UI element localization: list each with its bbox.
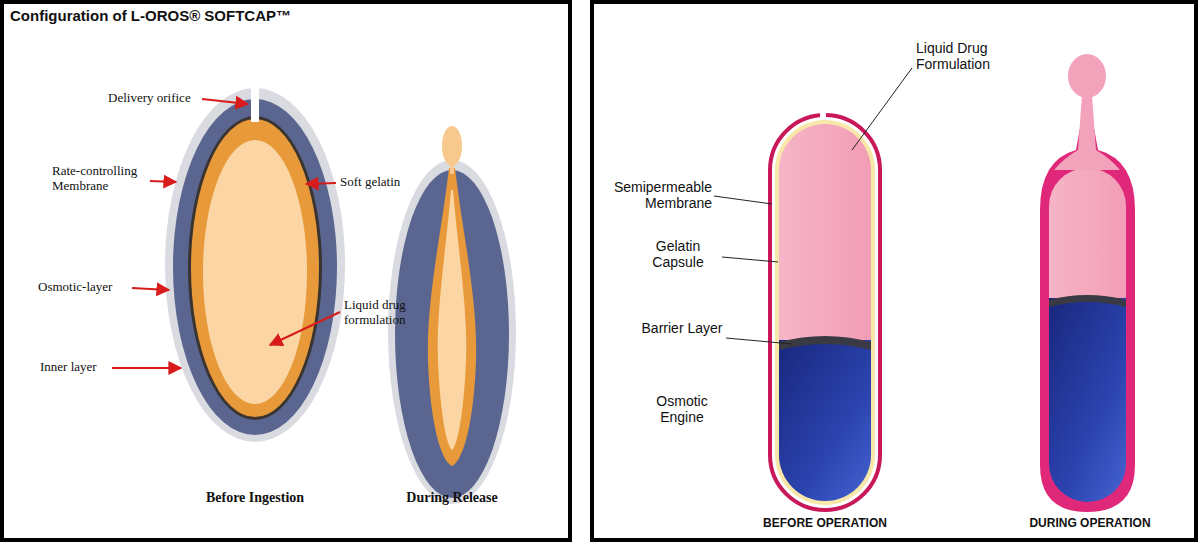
- part-label: BEFORE OPERATION: [735, 517, 915, 531]
- panel-frame: [2, 2, 570, 540]
- part-label: Semipermeable Membrane: [598, 179, 712, 211]
- panel-frame: [592, 2, 1196, 540]
- part-label: Delivery orifice: [108, 91, 208, 106]
- part-label: Gelatin Capsule: [636, 238, 720, 270]
- part-label: DURING OPERATION: [1000, 517, 1180, 531]
- part-label: Barrier Layer: [640, 320, 724, 336]
- softcap-during: [388, 126, 516, 504]
- oros-before: [770, 112, 880, 510]
- softcap-before: [165, 86, 345, 442]
- part-label: Before Ingestion: [190, 490, 320, 506]
- part-label: Osmotic-layer: [38, 280, 130, 295]
- part-label: Soft gelatin: [340, 175, 450, 190]
- part-label: During Release: [392, 490, 512, 506]
- part-label: Liquid Drug Formulation: [916, 40, 1046, 72]
- part-label: Liquid drug formulation: [344, 298, 444, 328]
- panel-heading: Configuration of L-OROS® SOFTCAP™: [10, 7, 550, 24]
- part-label: Rate-controlling Membrane: [52, 164, 148, 194]
- oros-during: [1040, 54, 1135, 512]
- part-label: Osmotic Engine: [640, 393, 724, 425]
- callout-arrows: [112, 99, 340, 368]
- part-label: Inner layer: [40, 360, 112, 375]
- leader-lines: [714, 68, 912, 344]
